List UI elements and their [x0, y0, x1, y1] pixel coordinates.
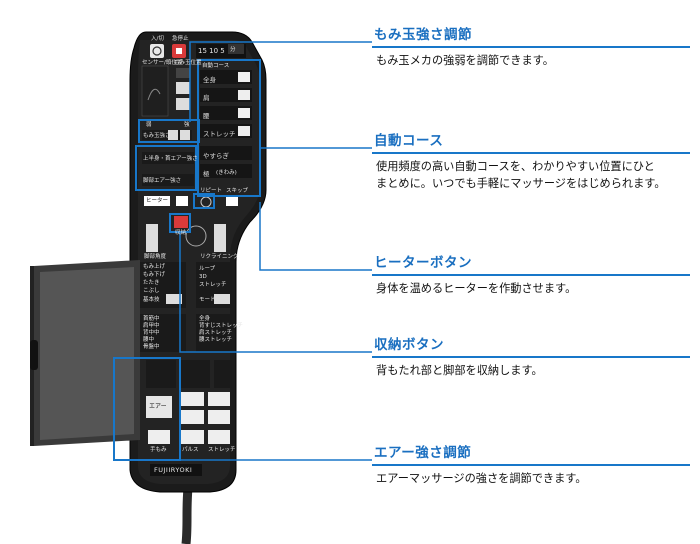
strength-strong: 強: [184, 122, 190, 128]
sensor-label: センサー/頭位置: [142, 60, 183, 66]
store-button: [174, 216, 188, 228]
leader-store: [179, 232, 372, 353]
callout-auto-line2: まとめに。いつでも手軽にマッサージをはじめられます。: [376, 177, 666, 190]
power-button: [150, 44, 164, 58]
parts-right-2: 肩ストレッチ: [199, 330, 233, 336]
parts-left-2: 背中中: [143, 330, 160, 336]
callout-store-title: 収納ボタン: [374, 337, 444, 353]
course-stretch[interactable]: ストレッチ: [203, 130, 236, 138]
menu-left-3: こぶし: [143, 288, 160, 294]
leg-angle-label: 脚部角度: [144, 254, 167, 260]
menu-right-1: 3D: [199, 274, 207, 280]
skip-label: スキップ: [226, 188, 249, 194]
menu-right-2: ストレッチ: [199, 282, 227, 288]
callout-heater-title: ヒーターボタン: [374, 255, 472, 271]
parts-left-0: 首筋中: [143, 316, 160, 322]
parts-left-4: 骨盤中: [143, 344, 160, 350]
course-kiwami[interactable]: 極: [203, 170, 210, 178]
stop-label: 急停止: [172, 36, 189, 42]
callout-store-line1: 背もたれ部と脚部を収納します。: [376, 364, 543, 377]
callout-strength-line1: もみ玉メカの強弱を調節できます。: [376, 54, 554, 67]
menu-left-1: もみ下げ: [143, 272, 166, 278]
callout-strength-title: もみ玉強さ調節: [374, 27, 472, 43]
auto-course-header: 自動コース: [202, 63, 230, 69]
repeat-label: リピート: [200, 188, 223, 194]
menu-right-0: ループ: [199, 266, 216, 272]
course-koshi[interactable]: 腰: [203, 112, 210, 120]
frame-air-select: [135, 145, 197, 191]
store-label: 収納: [175, 230, 187, 236]
callout-auto-title: 自動コース: [374, 133, 444, 149]
air-button: [146, 396, 172, 418]
parts-right-1: 背すじストレッチ: [199, 323, 244, 329]
bottom-2: ストレッチ: [208, 447, 236, 453]
callout-auto-line1: 使用頻度の高い自動コースを、わかりやすい位置にひと: [376, 160, 655, 173]
callout-strength: もみ玉強さ調節 もみ玉メカの強弱を調節できます。: [372, 20, 690, 69]
parts-right-0: 全身: [199, 316, 211, 322]
air-label[interactable]: エアー: [149, 403, 167, 410]
menu-left-2: たたき: [143, 280, 160, 286]
callout-heater-line1: 身体を温めるヒーターを作動させます。: [376, 282, 577, 295]
recline-label: リクライニング: [200, 254, 239, 260]
mode-label: モード: [199, 297, 216, 303]
course-kata[interactable]: 肩: [203, 94, 210, 102]
menu-left-0: もみ上げ: [143, 264, 166, 270]
frame-heater: [193, 193, 215, 209]
callout-store: 収納ボタン 背もたれ部と脚部を収納します。: [372, 330, 690, 379]
callout-heater: ヒーターボタン 身体を温めるヒーターを作動させます。: [372, 248, 690, 297]
auto-course-buttons: [200, 70, 252, 178]
brand-logo: FUJIIRYOKI: [154, 466, 193, 474]
course-kiwami-note: (きわみ): [216, 170, 237, 176]
leader-heater: [259, 202, 372, 271]
course-yasuragi[interactable]: やすらぎ: [203, 152, 229, 160]
bottom-1: パルス: [182, 447, 199, 453]
remote-cable: [181, 487, 193, 544]
air-upper-label: 上半身・首エアー強さ: [143, 156, 198, 162]
callout-air: エアー強さ調節 エアーマッサージの強さを調節できます。: [372, 438, 690, 487]
parts-right-3: 腰ストレッチ: [199, 337, 233, 343]
timer-unit: 分: [230, 47, 236, 53]
callout-auto: 自動コース 使用頻度の高い自動コースを、わかりやすい位置にひと まとめに。いつで…: [372, 126, 690, 192]
parts-left-3: 腰中: [143, 337, 155, 343]
leader-strength: [189, 41, 372, 122]
air-leg-label: 脚部エアー強さ: [143, 178, 182, 184]
bottom-0: 手もみ: [150, 447, 167, 453]
strength-weak: 弱: [146, 122, 152, 128]
heater-button: [144, 196, 170, 206]
heater-label[interactable]: ヒーター: [146, 198, 169, 204]
ball-position-label: もみ玉位置: [174, 60, 202, 66]
callout-air-title: エアー強さ調節: [374, 445, 472, 461]
course-zenshin[interactable]: 全身: [203, 76, 216, 84]
strength-label: もみ玉強さ: [143, 133, 171, 139]
parts-left-1: 肩甲中: [143, 323, 160, 329]
menu-left-4: 基本技: [143, 297, 160, 303]
power-label: 入/切: [151, 36, 164, 42]
timer-label: 15 10 5: [198, 47, 225, 55]
frame-auto: [197, 59, 261, 197]
callout-air-line1: エアーマッサージの強さを調節できます。: [376, 472, 587, 485]
